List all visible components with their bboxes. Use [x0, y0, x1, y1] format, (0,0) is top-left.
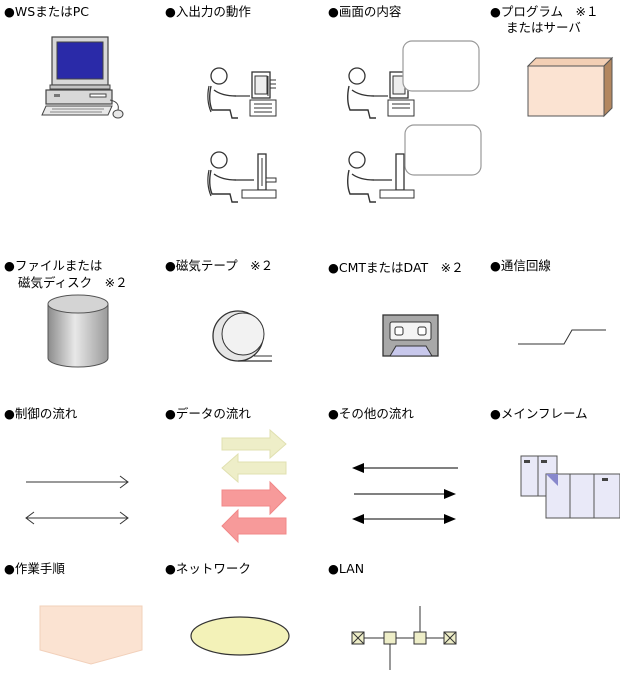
- label-program: ●プログラム ※１: [490, 4, 599, 19]
- screen-person-icon-2: [340, 150, 420, 206]
- label-magnetic-disk: 磁気ディスク ※２: [18, 275, 128, 290]
- label-data-flow: ●データの流れ: [165, 406, 251, 421]
- mainframe-icon: [520, 454, 620, 522]
- work-procedure-shape: [38, 604, 144, 666]
- label-screen-content: ●画面の内容: [328, 4, 402, 19]
- label-lan: ●LAN: [328, 561, 365, 576]
- other-flow-arrows: [350, 460, 462, 528]
- screen-bubble-1: [402, 40, 482, 94]
- label-ws-pc: ●WSまたはPC: [4, 4, 89, 19]
- ws-pc-icon: [40, 36, 130, 122]
- comm-line-icon: [516, 326, 608, 350]
- label-cmt-dat: ●CMTまたはDAT ※２: [328, 260, 464, 275]
- label-network: ●ネットワーク: [165, 561, 251, 576]
- label-other-flow: ●その他の流れ: [328, 406, 414, 421]
- io-person-icon-1: [202, 66, 282, 122]
- io-person-icon-2: [202, 150, 282, 206]
- control-flow-arrows: [22, 472, 134, 532]
- label-magnetic-tape: ●磁気テープ ※２: [165, 258, 274, 273]
- data-flow-arrows: [218, 428, 290, 546]
- lan-diagram: [350, 604, 462, 672]
- label-comm-line: ●通信回線: [490, 258, 551, 273]
- cassette-icon: [382, 314, 440, 358]
- label-work-procedure: ●作業手順: [4, 561, 65, 576]
- screen-person-icon-1: [340, 66, 420, 122]
- program-box-icon: [526, 56, 616, 120]
- label-program-or-server: またはサーバ: [506, 20, 581, 35]
- screen-bubble-2: [404, 124, 484, 178]
- label-control-flow: ●制御の流れ: [4, 406, 78, 421]
- label-file: ●ファイルまたは: [4, 258, 103, 273]
- label-io-operation: ●入出力の動作: [165, 4, 251, 19]
- disk-cylinder-icon: [46, 294, 110, 370]
- label-mainframe: ●メインフレーム: [490, 406, 588, 421]
- tape-reel-icon: [210, 308, 274, 368]
- network-ellipse: [188, 614, 292, 658]
